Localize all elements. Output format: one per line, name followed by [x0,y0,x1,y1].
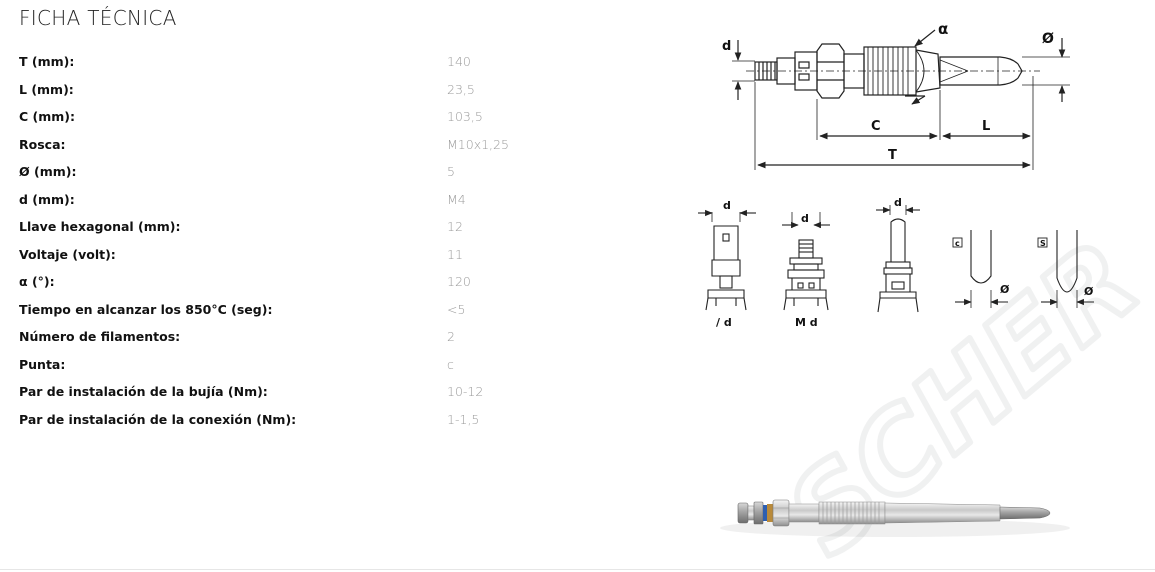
spec-label: L (mm): [19,81,74,97]
spec-value: c [447,356,454,372]
tip-c-label: c [955,239,960,248]
tip-s-label: S [1040,239,1046,248]
spec-row: Punta: c [19,351,539,379]
spec-value: 120 [447,274,471,290]
spec-row: Par de instalación de la conexión (Nm): 1… [19,406,539,434]
spec-label: Punta: [19,356,66,372]
spec-value: 103,5 [447,109,483,125]
spec-label: Llave hexagonal (mm): [19,219,181,235]
spec-value: <5 [447,301,466,317]
terminal-type-flat-drawing [698,209,756,311]
spec-row: Par de instalación de la bujía (Nm): 10-1… [19,378,539,406]
spec-table: T (mm): 140 L (mm): 23,5 C (mm): 103,5 Rosc… [19,48,539,433]
type1-caption: / d [716,316,732,329]
spec-value: 1-1,5 [447,411,480,427]
type3-d-label: d [894,196,902,209]
type1-d-label: d [723,199,731,212]
spec-label: Ø (mm): [19,164,77,180]
spec-row: Rosca: M10x1,25 [19,131,539,159]
spec-row: T (mm): 140 [19,48,539,76]
dim-label-c: C [871,119,881,134]
spec-row: C (mm): 103,5 [19,103,539,131]
spec-row: Voltaje (volt): 11 [19,241,539,269]
spec-value: 11 [447,246,463,262]
glow-plug-main-drawing [732,29,1070,170]
spec-row: Número de filamentos: 2 [19,323,539,351]
type2-d-label: d [801,212,809,225]
dim-label-d: d [722,39,731,54]
spec-row: Tiempo en alcanzar los 850°C (seg): <5 [19,296,539,324]
spec-label: Par de instalación de la bujía (Nm): [19,384,268,400]
spec-label: d (mm): [19,191,75,207]
spec-label: α (°): [19,274,55,290]
spec-label: Rosca: [19,136,66,152]
spec-row: Llave hexagonal (mm): 12 [19,213,539,241]
dim-label-l: L [982,119,990,134]
spec-label: Tiempo en alcanzar los 850°C (seg): [19,301,273,317]
page-title: FICHA TÉCNICA [19,6,177,30]
spec-value: 12 [447,219,463,235]
terminal-type-pin-drawing [876,205,920,313]
spec-row: Ø (mm): 5 [19,158,539,186]
spec-value: M4 [447,191,466,207]
spec-label: C (mm): [19,109,75,125]
spec-row: L (mm): 23,5 [19,76,539,104]
spec-value: M10x1,25 [447,136,509,152]
type2-caption: M d [795,316,818,329]
tip-type-s-drawing [1037,230,1094,308]
spec-label: T (mm): [19,54,75,70]
spec-value: 140 [447,54,471,70]
spec-value: 10-12 [447,384,484,400]
glow-plug-photo [720,499,1070,537]
dim-label-alpha: α [938,20,948,38]
dim-label-diameter: Ø [1042,31,1054,47]
terminal-type-threaded-drawing [782,212,830,311]
dim-label-t: T [888,148,897,163]
spec-value: 2 [447,329,455,345]
spec-row: d (mm): M4 [19,186,539,214]
spec-label: Voltaje (volt): [19,246,116,262]
spec-value: 23,5 [447,81,475,97]
tip-type-c-drawing [952,230,1008,308]
tip-s-diameter-label: Ø [1084,285,1094,298]
spec-label: Par de instalación de la conexión (Nm): [19,411,297,427]
spec-row: α (°): 120 [19,268,539,296]
spec-value: 5 [447,164,455,180]
bottom-divider [0,569,1155,570]
spec-label: Número de filamentos: [19,329,181,345]
tip-c-diameter-label: Ø [1000,283,1010,296]
